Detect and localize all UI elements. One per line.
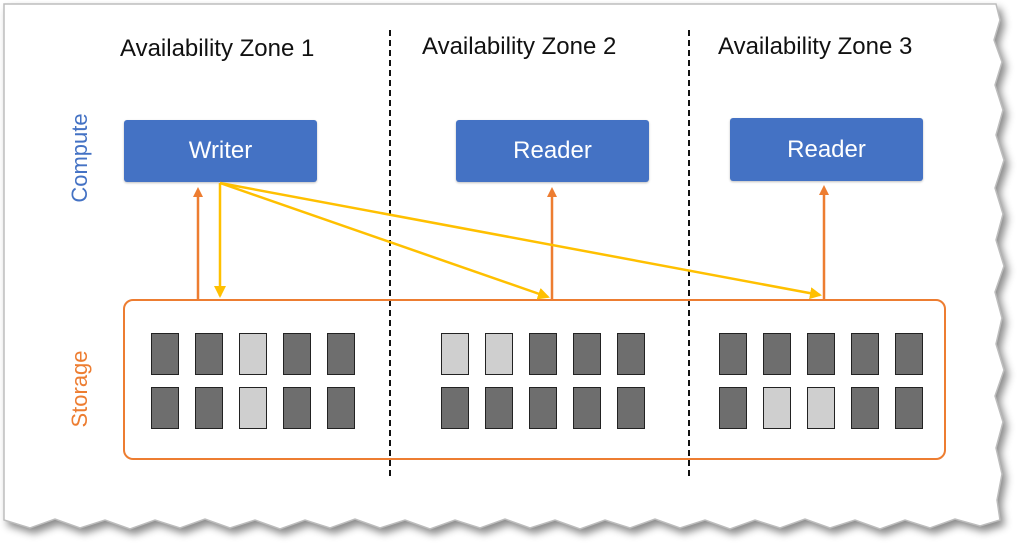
storage-block-dark — [851, 387, 879, 429]
storage-block-dark — [529, 333, 557, 375]
storage-block-dark — [719, 333, 747, 375]
storage-block-dark — [441, 387, 469, 429]
writer-node: Writer — [124, 120, 317, 182]
storage-block-dark — [763, 333, 791, 375]
write-arrow-zone-3 — [219, 181, 822, 300]
storage-block-dark — [151, 387, 179, 429]
zone-divider-1-2 — [389, 30, 391, 476]
storage-block-dark — [283, 333, 311, 375]
reader-node-zone-3: Reader — [730, 118, 923, 181]
storage-block-dark — [327, 333, 355, 375]
storage-block-light — [239, 387, 267, 429]
storage-block-dark — [807, 333, 835, 375]
storage-block-dark — [573, 333, 601, 375]
storage-block-light — [763, 387, 791, 429]
storage-block-dark — [851, 333, 879, 375]
storage-block-dark — [195, 333, 223, 375]
storage-block-dark — [283, 387, 311, 429]
storage-block-dark — [617, 387, 645, 429]
storage-block-dark — [151, 333, 179, 375]
storage-block-dark — [195, 387, 223, 429]
storage-block-dark — [895, 333, 923, 375]
storage-block-dark — [529, 387, 557, 429]
storage-block-dark — [719, 387, 747, 429]
zone-2-title: Availability Zone 2 — [422, 33, 617, 60]
zone-divider-2-3 — [688, 30, 690, 476]
storage-block-dark — [485, 387, 513, 429]
zone-1-title: Availability Zone 1 — [120, 35, 315, 62]
storage-block-dark — [895, 387, 923, 429]
storage-block-light — [807, 387, 835, 429]
storage-block-dark — [327, 387, 355, 429]
storage-volume — [123, 299, 946, 460]
storage-block-light — [441, 333, 469, 375]
storage-block-dark — [573, 387, 601, 429]
storage-block-dark — [617, 333, 645, 375]
storage-block-light — [239, 333, 267, 375]
write-arrow-zone-2 — [219, 181, 550, 300]
zone-3-title: Availability Zone 3 — [718, 33, 913, 60]
reader-node-zone-2: Reader — [456, 120, 649, 182]
storage-block-light — [485, 333, 513, 375]
